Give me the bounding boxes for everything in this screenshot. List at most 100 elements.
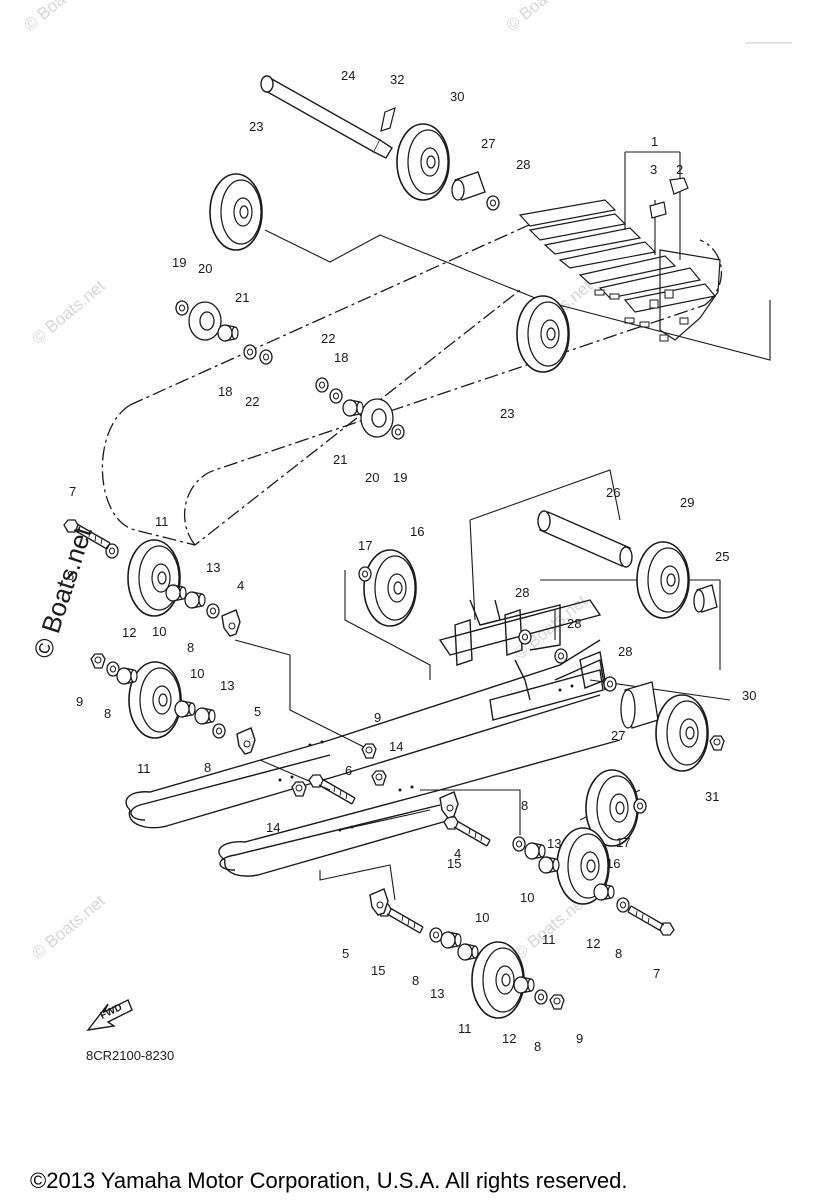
washer-8-e: [512, 836, 526, 852]
callout-11: 11: [458, 1021, 472, 1036]
bracket-4-top: [221, 609, 241, 637]
washer-8-b: [206, 603, 220, 619]
washer-28-c: [603, 676, 617, 692]
washer-17-top: [358, 566, 372, 582]
drawing-code: 8CR2100-8230: [86, 1048, 174, 1063]
bracket-4-bottom: [439, 791, 459, 819]
callout-21: 21: [235, 290, 249, 305]
callout-24: 24: [341, 68, 355, 83]
spacer-collar-27-bottom: [620, 681, 659, 729]
washer-8-d: [212, 723, 226, 739]
callout-22: 22: [321, 331, 335, 346]
washer-8-h: [534, 989, 548, 1005]
collar-12-c: [513, 976, 535, 994]
washer-17-bottom: [633, 798, 647, 814]
spring-pin: [380, 107, 396, 132]
callout-30: 30: [450, 89, 464, 104]
callout-17: 17: [358, 538, 372, 553]
callout-10: 10: [520, 890, 534, 905]
callout-28: 28: [515, 585, 529, 600]
callout-28: 28: [567, 616, 581, 631]
callout-7: 7: [69, 484, 76, 499]
washer-8-f: [616, 897, 630, 913]
nut-9-c: [549, 994, 565, 1010]
callout-6: 6: [345, 763, 352, 778]
collar-10-a: [165, 584, 187, 602]
watermark-text-large: © Boats.net: [27, 522, 98, 662]
bearing-21-right: [342, 399, 364, 417]
callout-28: 28: [618, 644, 632, 659]
callout-8: 8: [67, 568, 74, 583]
frame-rivets: [278, 684, 574, 832]
idler-wheel-23-left: [209, 173, 263, 251]
callout-5: 5: [342, 946, 349, 961]
callout-15: 15: [447, 856, 461, 871]
callout-18: 18: [334, 350, 348, 365]
callout-27: 27: [481, 136, 495, 151]
collar-12-a: [116, 667, 138, 685]
idler-wheel-16-top: [363, 549, 417, 627]
washer-18-left: [243, 344, 257, 360]
callout-23: 23: [500, 406, 514, 421]
callout-11: 11: [155, 514, 169, 529]
nut-9-b: [361, 743, 377, 759]
watermark-text: © Boats.net: [28, 891, 109, 963]
collar-10-b: [174, 700, 196, 718]
bracket-5-top: [236, 727, 256, 755]
watermark-text: © Boats.net: [28, 276, 109, 348]
callout-1: 1: [651, 134, 658, 149]
rear-axle-shaft: [537, 510, 633, 568]
collar-13-d: [440, 931, 462, 949]
washer-22-right: [315, 377, 329, 393]
copyright-notice: ©2013 Yamaha Motor Corporation, U.S.A. A…: [30, 1168, 628, 1193]
callout-31: 31: [705, 789, 719, 804]
washer-28-a: [518, 629, 532, 645]
track-cleats: [518, 199, 721, 341]
bolt-15-top: [443, 816, 491, 847]
nut-14-a: [371, 770, 387, 786]
callout-22: 22: [245, 394, 259, 409]
callout-9: 9: [374, 710, 381, 725]
callout-11: 11: [137, 761, 151, 776]
callout-15: 15: [371, 963, 385, 978]
track-holes: [594, 289, 689, 342]
callout-4: 4: [237, 578, 244, 593]
callout-20: 20: [198, 261, 212, 276]
callout-4: 4: [454, 846, 461, 861]
callout-16: 16: [410, 524, 424, 539]
callout-25: 25: [715, 549, 729, 564]
washer-28-b: [554, 648, 568, 664]
collar-13-a: [184, 591, 206, 609]
idler-wheel-11-a: [127, 539, 181, 617]
callout-13: 13: [206, 560, 220, 575]
collar-10-c: [538, 856, 560, 874]
callout-13: 13: [220, 678, 234, 693]
callout-16: 16: [606, 856, 620, 871]
callout-32: 32: [390, 72, 404, 87]
ring-20-right: [360, 398, 394, 438]
track-belt: [101, 219, 722, 546]
callout-18: 18: [218, 384, 232, 399]
washer-28-top: [486, 195, 500, 211]
callout-20: 20: [365, 470, 379, 485]
callout-13: 13: [547, 836, 561, 851]
bolt-7-bottom: [627, 905, 675, 936]
washer-19-left: [175, 300, 189, 316]
nut-31: [709, 735, 725, 751]
bearing-21-left: [217, 324, 239, 342]
nut-14-b: [291, 781, 307, 797]
washer-22-left: [259, 349, 273, 365]
watermark-text: © Boats.net: [502, 0, 583, 35]
ring-20-left: [188, 301, 222, 341]
callout-9: 9: [576, 1031, 583, 1046]
callout-13: 13: [430, 986, 444, 1001]
callout-23: 23: [249, 119, 263, 134]
callout-8: 8: [187, 640, 194, 655]
washer-8-g: [429, 927, 443, 943]
callout-5: 5: [254, 704, 261, 719]
callout-17: 17: [616, 835, 630, 850]
collar-13-c: [524, 842, 546, 860]
idler-wheel-23-right: [516, 295, 570, 373]
callout-8: 8: [521, 798, 528, 813]
